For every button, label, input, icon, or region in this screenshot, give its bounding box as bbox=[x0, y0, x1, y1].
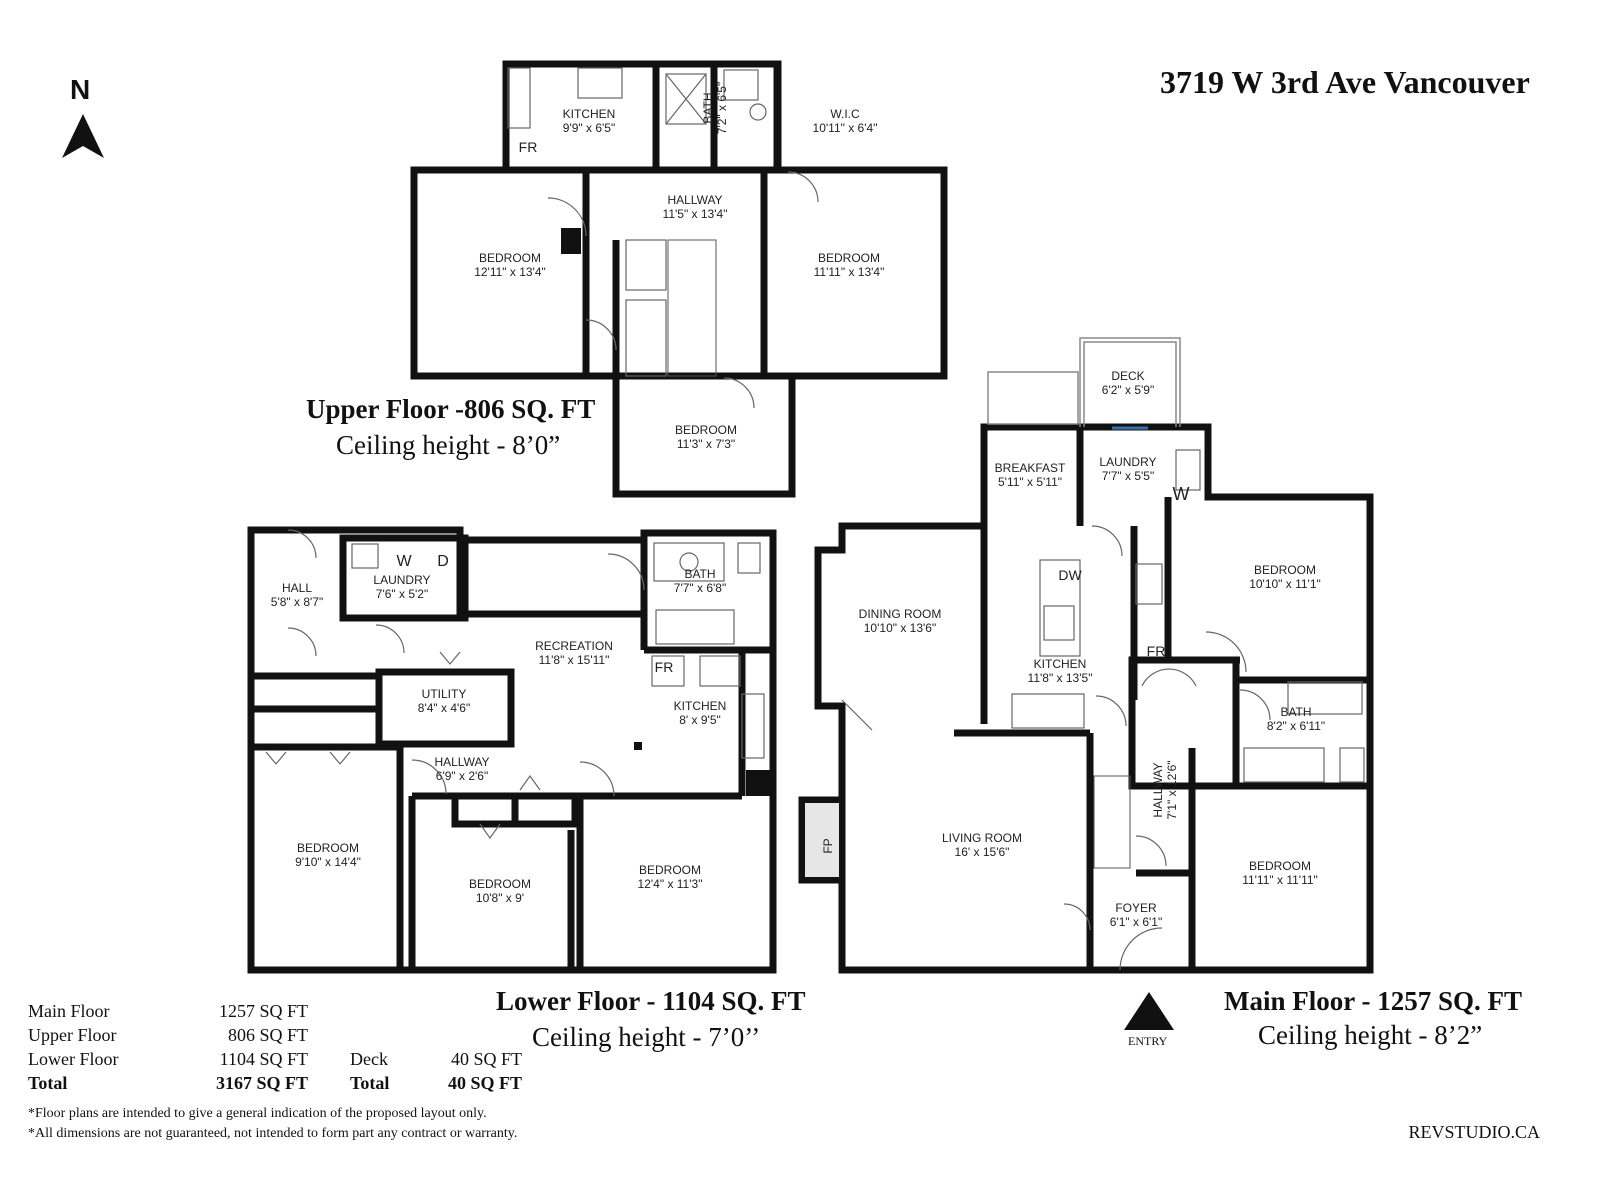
summary-value: 1257 SQ FT bbox=[218, 1000, 308, 1021]
summary-label: Lower Floor bbox=[28, 1048, 119, 1069]
north-label: N bbox=[70, 74, 91, 105]
brand-label: REVSTUDIO.CA bbox=[1408, 1122, 1540, 1142]
lower-floor-details bbox=[265, 529, 765, 840]
lower-floor-title: Lower Floor - 1104 SQ. FT bbox=[496, 986, 806, 1016]
entry-arrow-icon bbox=[1124, 992, 1174, 1030]
summary-value: 40 SQ FT bbox=[447, 1072, 522, 1093]
summary-value: 806 SQ FT bbox=[227, 1024, 308, 1045]
main-stairs bbox=[1093, 775, 1131, 869]
upper-floor-plan bbox=[410, 60, 948, 498]
deck-outline bbox=[987, 337, 1181, 427]
upper-floor-ceiling: Ceiling height - 8’0” bbox=[336, 430, 561, 460]
disclaimer-line: *All dimensions are not guaranteed, not … bbox=[28, 1126, 518, 1141]
summary-value: 1104 SQ FT bbox=[219, 1048, 308, 1069]
appliance-label: FR bbox=[519, 139, 538, 155]
north-arrow-icon bbox=[62, 114, 104, 158]
upper-stairs bbox=[667, 239, 717, 377]
lower-column bbox=[634, 742, 642, 750]
summary-label: Upper Floor bbox=[28, 1024, 117, 1045]
appliance-label: FR bbox=[1147, 643, 1166, 659]
appliance-label: DW bbox=[1058, 567, 1082, 583]
address-title: 3719 W 3rd Ave Vancouver bbox=[1160, 64, 1530, 100]
main-floor-title: Main Floor - 1257 SQ. FT bbox=[1224, 986, 1523, 1016]
disclaimer-line: *Floor plans are intended to give a gene… bbox=[28, 1106, 487, 1121]
summary-value: 3167 SQ FT bbox=[215, 1072, 308, 1093]
appliance-label: D bbox=[437, 553, 449, 570]
summary-row: Upper Floor 806 SQ FT bbox=[28, 1023, 522, 1047]
appliance-label: W bbox=[1173, 484, 1190, 504]
upper-chimney bbox=[561, 228, 581, 254]
main-floor-details bbox=[841, 449, 1365, 971]
summary-label: Total bbox=[28, 1072, 68, 1093]
appliance-label: FR bbox=[655, 659, 674, 675]
main-floor-ceiling: Ceiling height - 8’2” bbox=[1258, 1020, 1483, 1050]
upper-floor-title: Upper Floor -806 SQ. FT bbox=[306, 394, 596, 424]
entry-label: ENTRY bbox=[1128, 1034, 1168, 1048]
upper-room-label: BATH7'2" x 6'5" bbox=[701, 82, 729, 134]
summary-row: Lower Floor 1104 SQ FT Deck 40 SQ FT bbox=[28, 1047, 522, 1071]
fireplace-hearth bbox=[805, 803, 839, 877]
main-room-label: HALLWAY7'1" x 12'6" bbox=[1151, 760, 1179, 819]
summary-row: Main Floor 1257 SQ FT bbox=[28, 999, 522, 1023]
summary-label: Main Floor bbox=[28, 1000, 110, 1021]
summary-label: Total bbox=[350, 1072, 390, 1093]
area-summary-table: Main Floor 1257 SQ FT Upper Floor 806 SQ… bbox=[28, 999, 522, 1095]
summary-value: 40 SQ FT bbox=[450, 1048, 522, 1069]
upper-floor-details bbox=[507, 67, 819, 409]
lower-chimney bbox=[746, 770, 770, 796]
lower-floor-plan bbox=[247, 526, 777, 974]
fireplace-label: FP bbox=[821, 838, 835, 853]
appliance-label: W bbox=[396, 553, 412, 570]
main-floor-plan bbox=[798, 423, 1374, 974]
lower-floor-ceiling: Ceiling height - 7’0’’ bbox=[532, 1022, 761, 1052]
summary-row: Total 3167 SQ FT Total 40 SQ FT bbox=[28, 1071, 522, 1095]
summary-label: Deck bbox=[350, 1048, 388, 1069]
